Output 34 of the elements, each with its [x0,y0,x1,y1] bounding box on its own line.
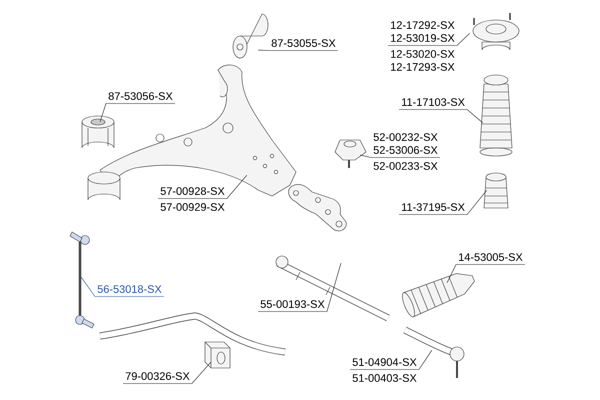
leader-line [388,32,470,46]
part-number-label: 55-00193-SX [260,300,325,308]
part-number-label: 56-53018-SX [98,285,162,293]
part-number-label: 87-53056-SX [108,92,173,100]
bushing-drawing [204,342,230,368]
part-number-label: 14-53005-SX [459,253,523,261]
bushing-drawing [232,14,268,58]
part-number-label: 57-00928-SX 57-00929-SX [160,187,225,211]
part-number-label: 52-00232-SX 52-53006-SX 52-00233-SX [374,133,438,170]
leader-line [360,154,440,158]
dust-boot-drawing [480,74,512,156]
rack-boot-drawing [402,273,475,318]
lower-arm-drawing [88,64,296,200]
part-number-label: 12-17292-SX 12-53019-SX 12-53020-SX 12-17293-SX [391,21,455,71]
leader-line [258,262,342,312]
part-number-label: 51-04904-SX 51-00403-SX [352,358,417,382]
bushing-drawing [82,116,114,148]
leader-line [258,50,338,51]
part-number-label: 11-17103-SX [402,98,465,106]
leader-line [100,103,176,122]
leader-line [80,276,164,297]
stabilizer-link-drawing [70,232,94,328]
part-number-label: 79-00326-SX [126,372,190,380]
leader-line [446,264,526,284]
leader-line [398,109,484,124]
ball-joint-drawing [334,140,366,168]
leader-line [350,350,432,370]
part-number-label: 11-37195-SX [402,203,465,211]
bump-stop-drawing [484,172,508,208]
leader-line [122,362,212,384]
leader-line [398,190,488,215]
leader-line [158,174,248,199]
strut-mount-drawing [472,12,520,50]
part-number-label: 87-53055-SX [272,39,336,47]
